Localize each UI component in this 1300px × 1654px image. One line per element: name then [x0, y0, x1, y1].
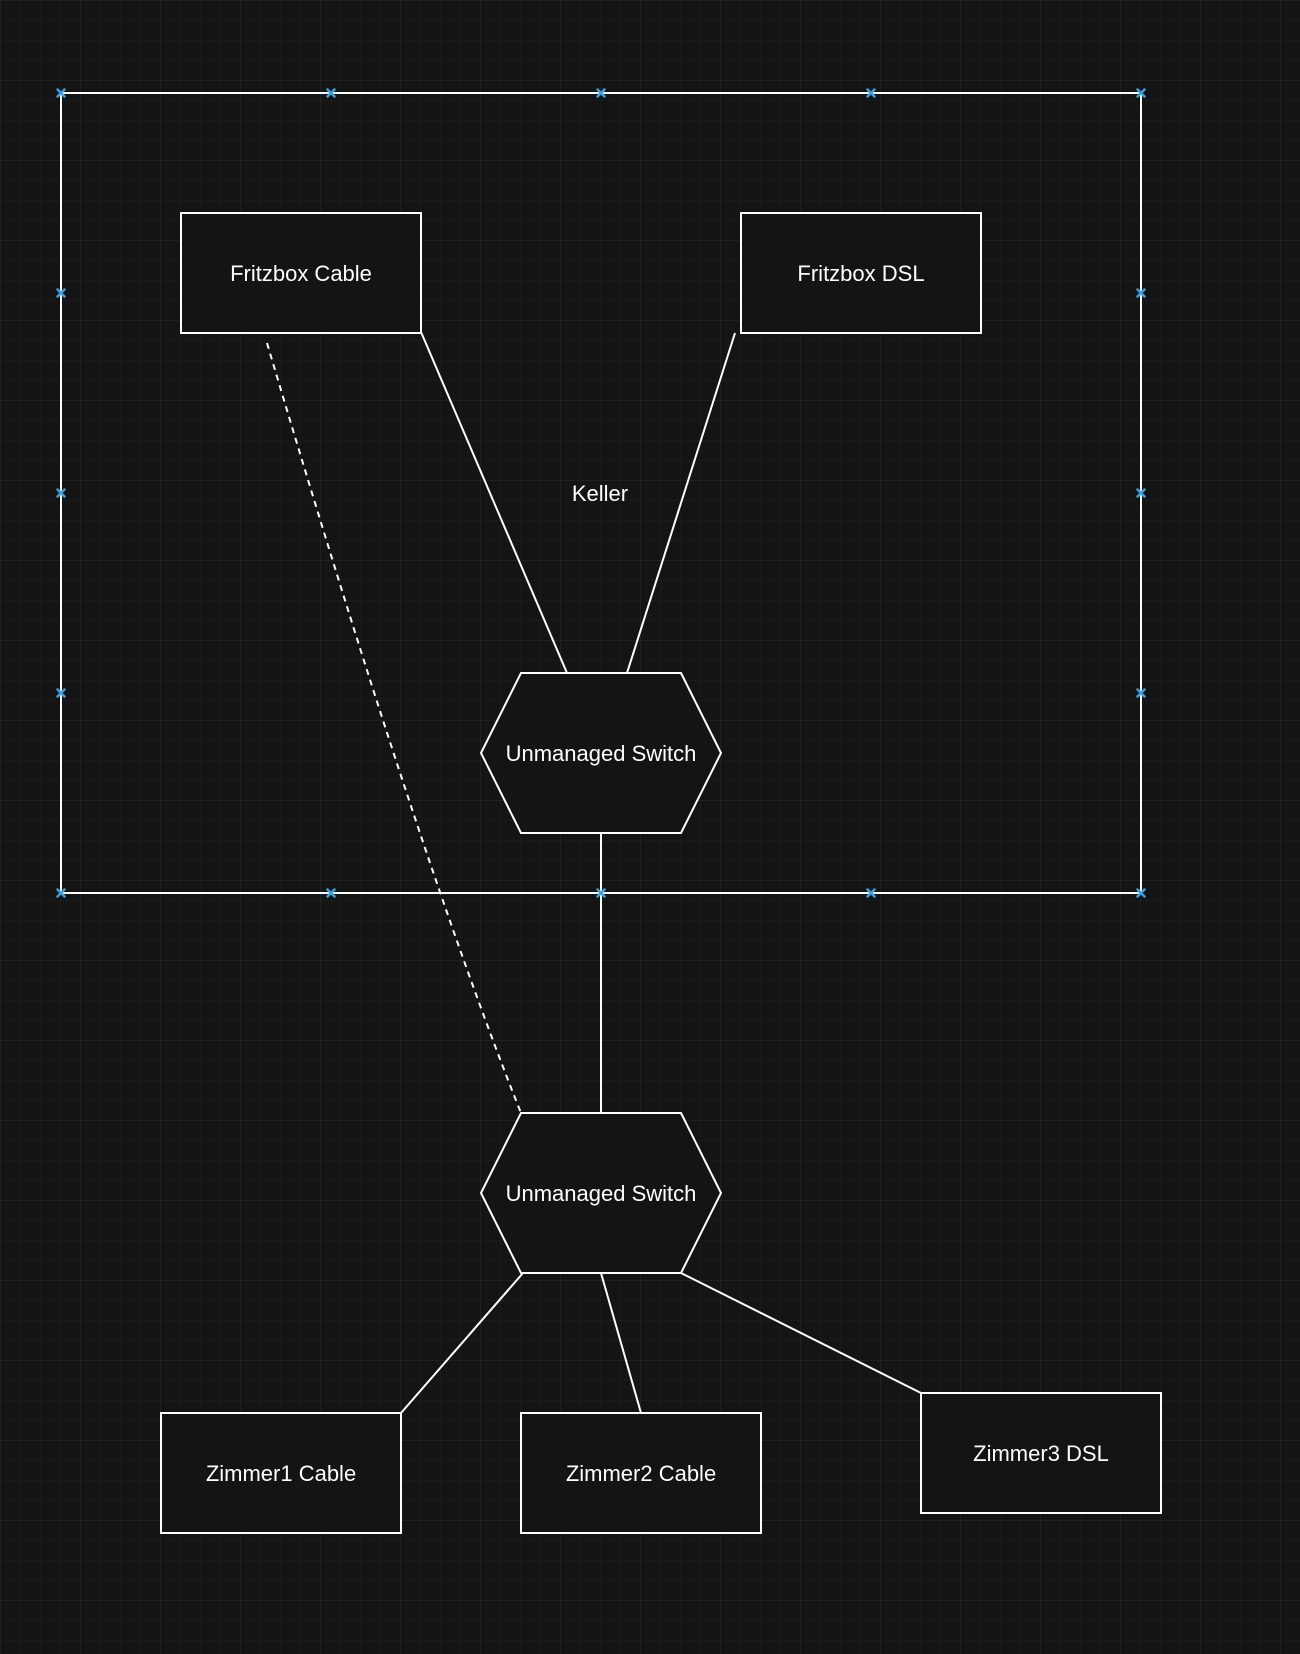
resize-handle-icon-right-2[interactable] — [1136, 488, 1146, 498]
selection-handles — [56, 88, 1146, 898]
resize-handle-icon-bottom-1[interactable] — [326, 888, 336, 898]
edge-switch-main-to-zimmer3[interactable] — [680, 1272, 922, 1394]
resize-handle-icon-bottom-3[interactable] — [866, 888, 876, 898]
node-zimmer1[interactable]: Zimmer1 Cable — [160, 1412, 402, 1534]
edge-fritzbox-dsl-to-switch-keller[interactable] — [626, 332, 736, 674]
node-zimmer2[interactable]: Zimmer2 Cable — [520, 1412, 762, 1534]
resize-handle-icon-bottom-4[interactable] — [1136, 888, 1146, 898]
node-fritzbox-cable-label: Fritzbox Cable — [230, 261, 372, 286]
node-switch-main-shape[interactable] — [479, 1112, 723, 1274]
resize-handle-icon-right-3[interactable] — [1136, 688, 1146, 698]
node-zimmer1-label: Zimmer1 Cable — [206, 1461, 356, 1486]
resize-handle-icon-top-0[interactable] — [56, 88, 66, 98]
node-zimmer3-shape[interactable] — [920, 1392, 1162, 1514]
node-zimmer2-shape[interactable] — [520, 1412, 762, 1534]
resize-handle-icon-right-1[interactable] — [1136, 288, 1146, 298]
resize-handle-icon-left-2[interactable] — [56, 488, 66, 498]
container-keller-label: Keller — [572, 481, 628, 506]
node-zimmer2-label: Zimmer2 Cable — [566, 1461, 716, 1486]
node-zimmer1-shape[interactable] — [160, 1412, 402, 1534]
resize-handle-icon-bottom-2[interactable] — [596, 888, 606, 898]
node-zimmer3[interactable]: Zimmer3 DSL — [920, 1392, 1162, 1514]
node-fritzbox-dsl-label: Fritzbox DSL — [797, 261, 924, 286]
resize-handle-icon-left-3[interactable] — [56, 688, 66, 698]
node-switch-keller[interactable]: Unmanaged Switch — [479, 672, 723, 834]
node-switch-main[interactable]: Unmanaged Switch — [479, 1112, 723, 1274]
edge-switch-main-to-zimmer1[interactable] — [400, 1272, 524, 1414]
edge-switch-main-to-zimmer2[interactable] — [600, 1272, 642, 1414]
resize-handle-icon-left-1[interactable] — [56, 288, 66, 298]
edge-fritzbox-cable-to-switch-keller[interactable] — [420, 331, 568, 674]
edges — [266, 331, 922, 1414]
node-zimmer3-label: Zimmer3 DSL — [973, 1441, 1109, 1466]
node-fritzbox-dsl[interactable]: Fritzbox DSL — [740, 212, 982, 334]
edge-fritzbox-cable-to-switch-main-dashed[interactable] — [266, 342, 522, 1114]
node-fritzbox-dsl-shape[interactable] — [740, 212, 982, 334]
node-switch-keller-shape[interactable] — [479, 672, 723, 834]
node-switch-keller-label: Unmanaged Switch — [506, 741, 697, 766]
node-fritzbox-cable[interactable]: Fritzbox Cable — [180, 212, 422, 334]
resize-handle-icon-top-1[interactable] — [326, 88, 336, 98]
resize-handle-icon-top-4[interactable] — [1136, 88, 1146, 98]
node-fritzbox-cable-shape[interactable] — [180, 212, 422, 334]
resize-handle-icon-bottom-0[interactable] — [56, 888, 66, 898]
resize-handle-icon-top-3[interactable] — [866, 88, 876, 98]
node-switch-main-label: Unmanaged Switch — [506, 1181, 697, 1206]
resize-handle-icon-top-2[interactable] — [596, 88, 606, 98]
